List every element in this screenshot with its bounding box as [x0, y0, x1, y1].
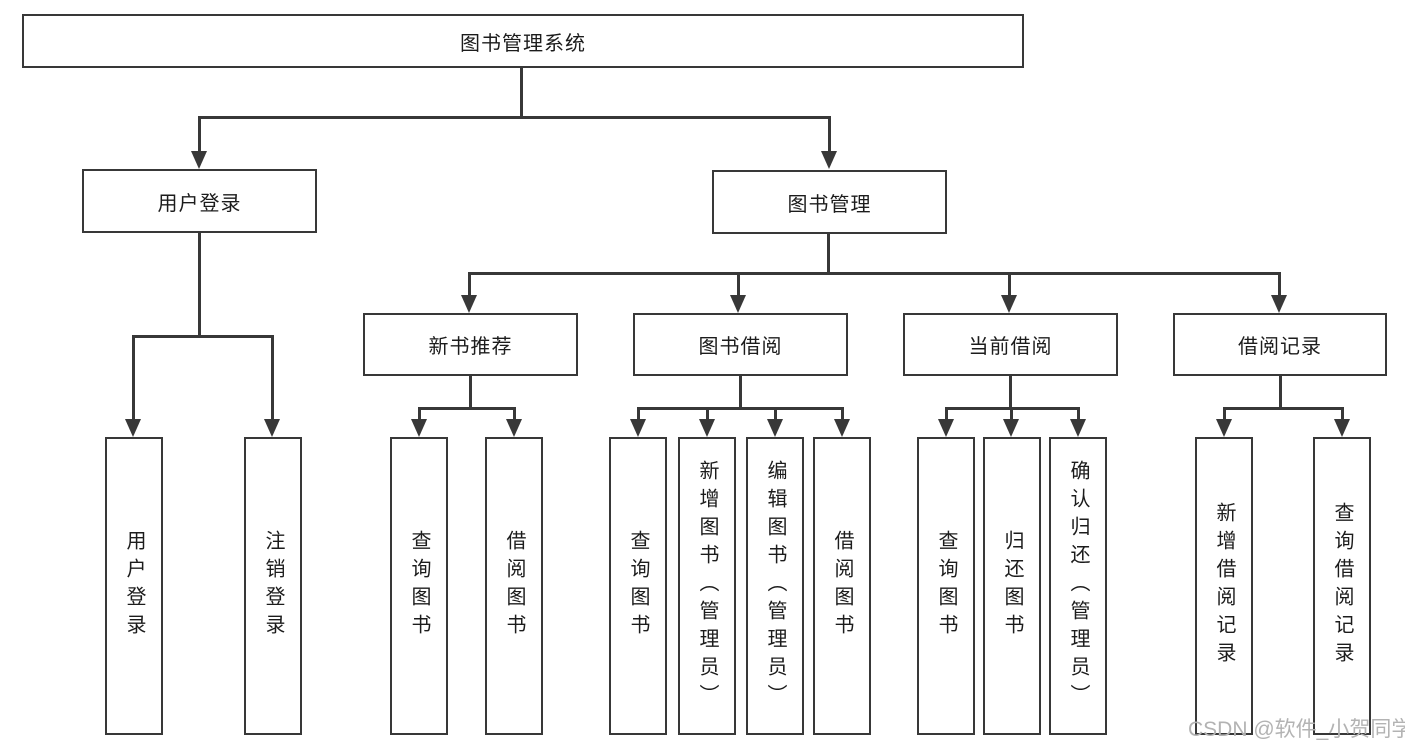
connector-line: [1010, 407, 1013, 421]
connector-line: [828, 116, 831, 153]
leaf-label: 注销登录: [262, 530, 284, 642]
arrow-down-icon: [411, 419, 427, 437]
connector-line: [737, 272, 740, 297]
node-new-book-recommend: 新书推荐: [363, 313, 578, 376]
connector-line: [1223, 407, 1343, 410]
connector-line: [841, 407, 844, 421]
leaf-query-books-2: 查询图书: [609, 437, 667, 735]
node-label: 图书管理: [787, 193, 872, 216]
leaf-label: 归还图书: [1001, 530, 1023, 642]
arrow-down-icon: [730, 295, 746, 313]
leaf-label: 查询借阅记录: [1331, 502, 1353, 670]
leaf-edit-books-admin: 编辑图书（管理员）: [746, 437, 804, 735]
leaf-label: 用户登录: [123, 530, 145, 642]
node-label: 当前借阅: [968, 336, 1053, 358]
arrow-down-icon: [191, 151, 207, 169]
leaf-label: 查询图书: [627, 530, 649, 642]
leaf-logout: 注销登录: [244, 437, 302, 735]
connector-line: [513, 407, 516, 421]
connector-line: [132, 335, 135, 421]
connector-line: [739, 376, 742, 410]
leaf-label: 查询图书: [408, 530, 430, 642]
leaf-label: 查询图书: [935, 530, 957, 642]
node-user-login: 用户登录: [82, 169, 317, 233]
arrow-down-icon: [125, 419, 141, 437]
connector-line: [706, 407, 709, 421]
connector-line: [1008, 272, 1011, 297]
connector-line: [418, 407, 421, 421]
connector-line: [774, 407, 777, 421]
arrow-down-icon: [1003, 419, 1019, 437]
connector-line: [469, 376, 472, 410]
arrow-down-icon: [1334, 419, 1350, 437]
node-book-borrowing: 图书借阅: [633, 313, 848, 376]
connector-line: [637, 407, 640, 421]
node-borrowing-records: 借阅记录: [1173, 313, 1387, 376]
connector-line: [198, 116, 831, 119]
connector-line: [520, 68, 523, 119]
connector-line: [198, 116, 201, 153]
connector-line: [1341, 407, 1344, 421]
leaf-label: 新增借阅记录: [1213, 502, 1235, 670]
leaf-borrow-books-2: 借阅图书: [813, 437, 871, 735]
connector-line: [1009, 376, 1012, 410]
arrow-down-icon: [461, 295, 477, 313]
leaf-add-books-admin: 新增图书（管理员）: [678, 437, 736, 735]
arrow-down-icon: [264, 419, 280, 437]
connector-line: [198, 233, 201, 338]
connector-line: [271, 335, 274, 421]
connector-line: [468, 272, 1281, 275]
connector-line: [418, 407, 516, 410]
node-current-borrowing: 当前借阅: [903, 313, 1118, 376]
leaf-user-login: 用户登录: [105, 437, 163, 735]
arrow-down-icon: [1216, 419, 1232, 437]
leaf-label: 编辑图书（管理员）: [764, 460, 786, 712]
node-library-system: 图书管理系统: [22, 14, 1024, 68]
arrow-down-icon: [767, 419, 783, 437]
connector-line: [827, 234, 830, 275]
arrow-down-icon: [938, 419, 954, 437]
arrow-down-icon: [630, 419, 646, 437]
arrow-down-icon: [834, 419, 850, 437]
leaf-label: 新增图书（管理员）: [696, 460, 718, 712]
leaf-borrow-books-1: 借阅图书: [485, 437, 543, 735]
connector-line: [132, 335, 274, 338]
connector-line: [1278, 272, 1281, 297]
arrow-down-icon: [1271, 295, 1287, 313]
arrow-down-icon: [506, 419, 522, 437]
leaf-return-books: 归还图书: [983, 437, 1041, 735]
node-book-management: 图书管理: [712, 170, 947, 234]
leaf-query-books-1: 查询图书: [390, 437, 448, 735]
arrow-down-icon: [1001, 295, 1017, 313]
leaf-add-borrow-record: 新增借阅记录: [1195, 437, 1253, 735]
connector-line: [1077, 407, 1080, 421]
node-label: 图书管理系统: [460, 32, 586, 55]
connector-line: [637, 407, 843, 410]
leaf-query-borrow-record: 查询借阅记录: [1313, 437, 1371, 735]
connector-line: [945, 407, 948, 421]
arrow-down-icon: [699, 419, 715, 437]
node-label: 用户登录: [157, 192, 242, 215]
node-label: 图书借阅: [698, 336, 783, 358]
connector-line: [468, 272, 471, 297]
arrow-down-icon: [821, 151, 837, 169]
leaf-confirm-return-admin: 确认归还（管理员）: [1049, 437, 1107, 735]
arrow-down-icon: [1070, 419, 1086, 437]
leaf-label: 借阅图书: [831, 530, 853, 642]
node-label: 借阅记录: [1238, 336, 1322, 358]
leaf-query-books-3: 查询图书: [917, 437, 975, 735]
connector-line: [1279, 376, 1282, 410]
csdn-watermark: CSDN @软件_小贺同学: [1188, 718, 1405, 741]
node-label: 新书推荐: [428, 336, 513, 358]
leaf-label: 确认归还（管理员）: [1067, 460, 1089, 712]
connector-line: [1223, 407, 1226, 421]
leaf-label: 借阅图书: [503, 530, 525, 642]
